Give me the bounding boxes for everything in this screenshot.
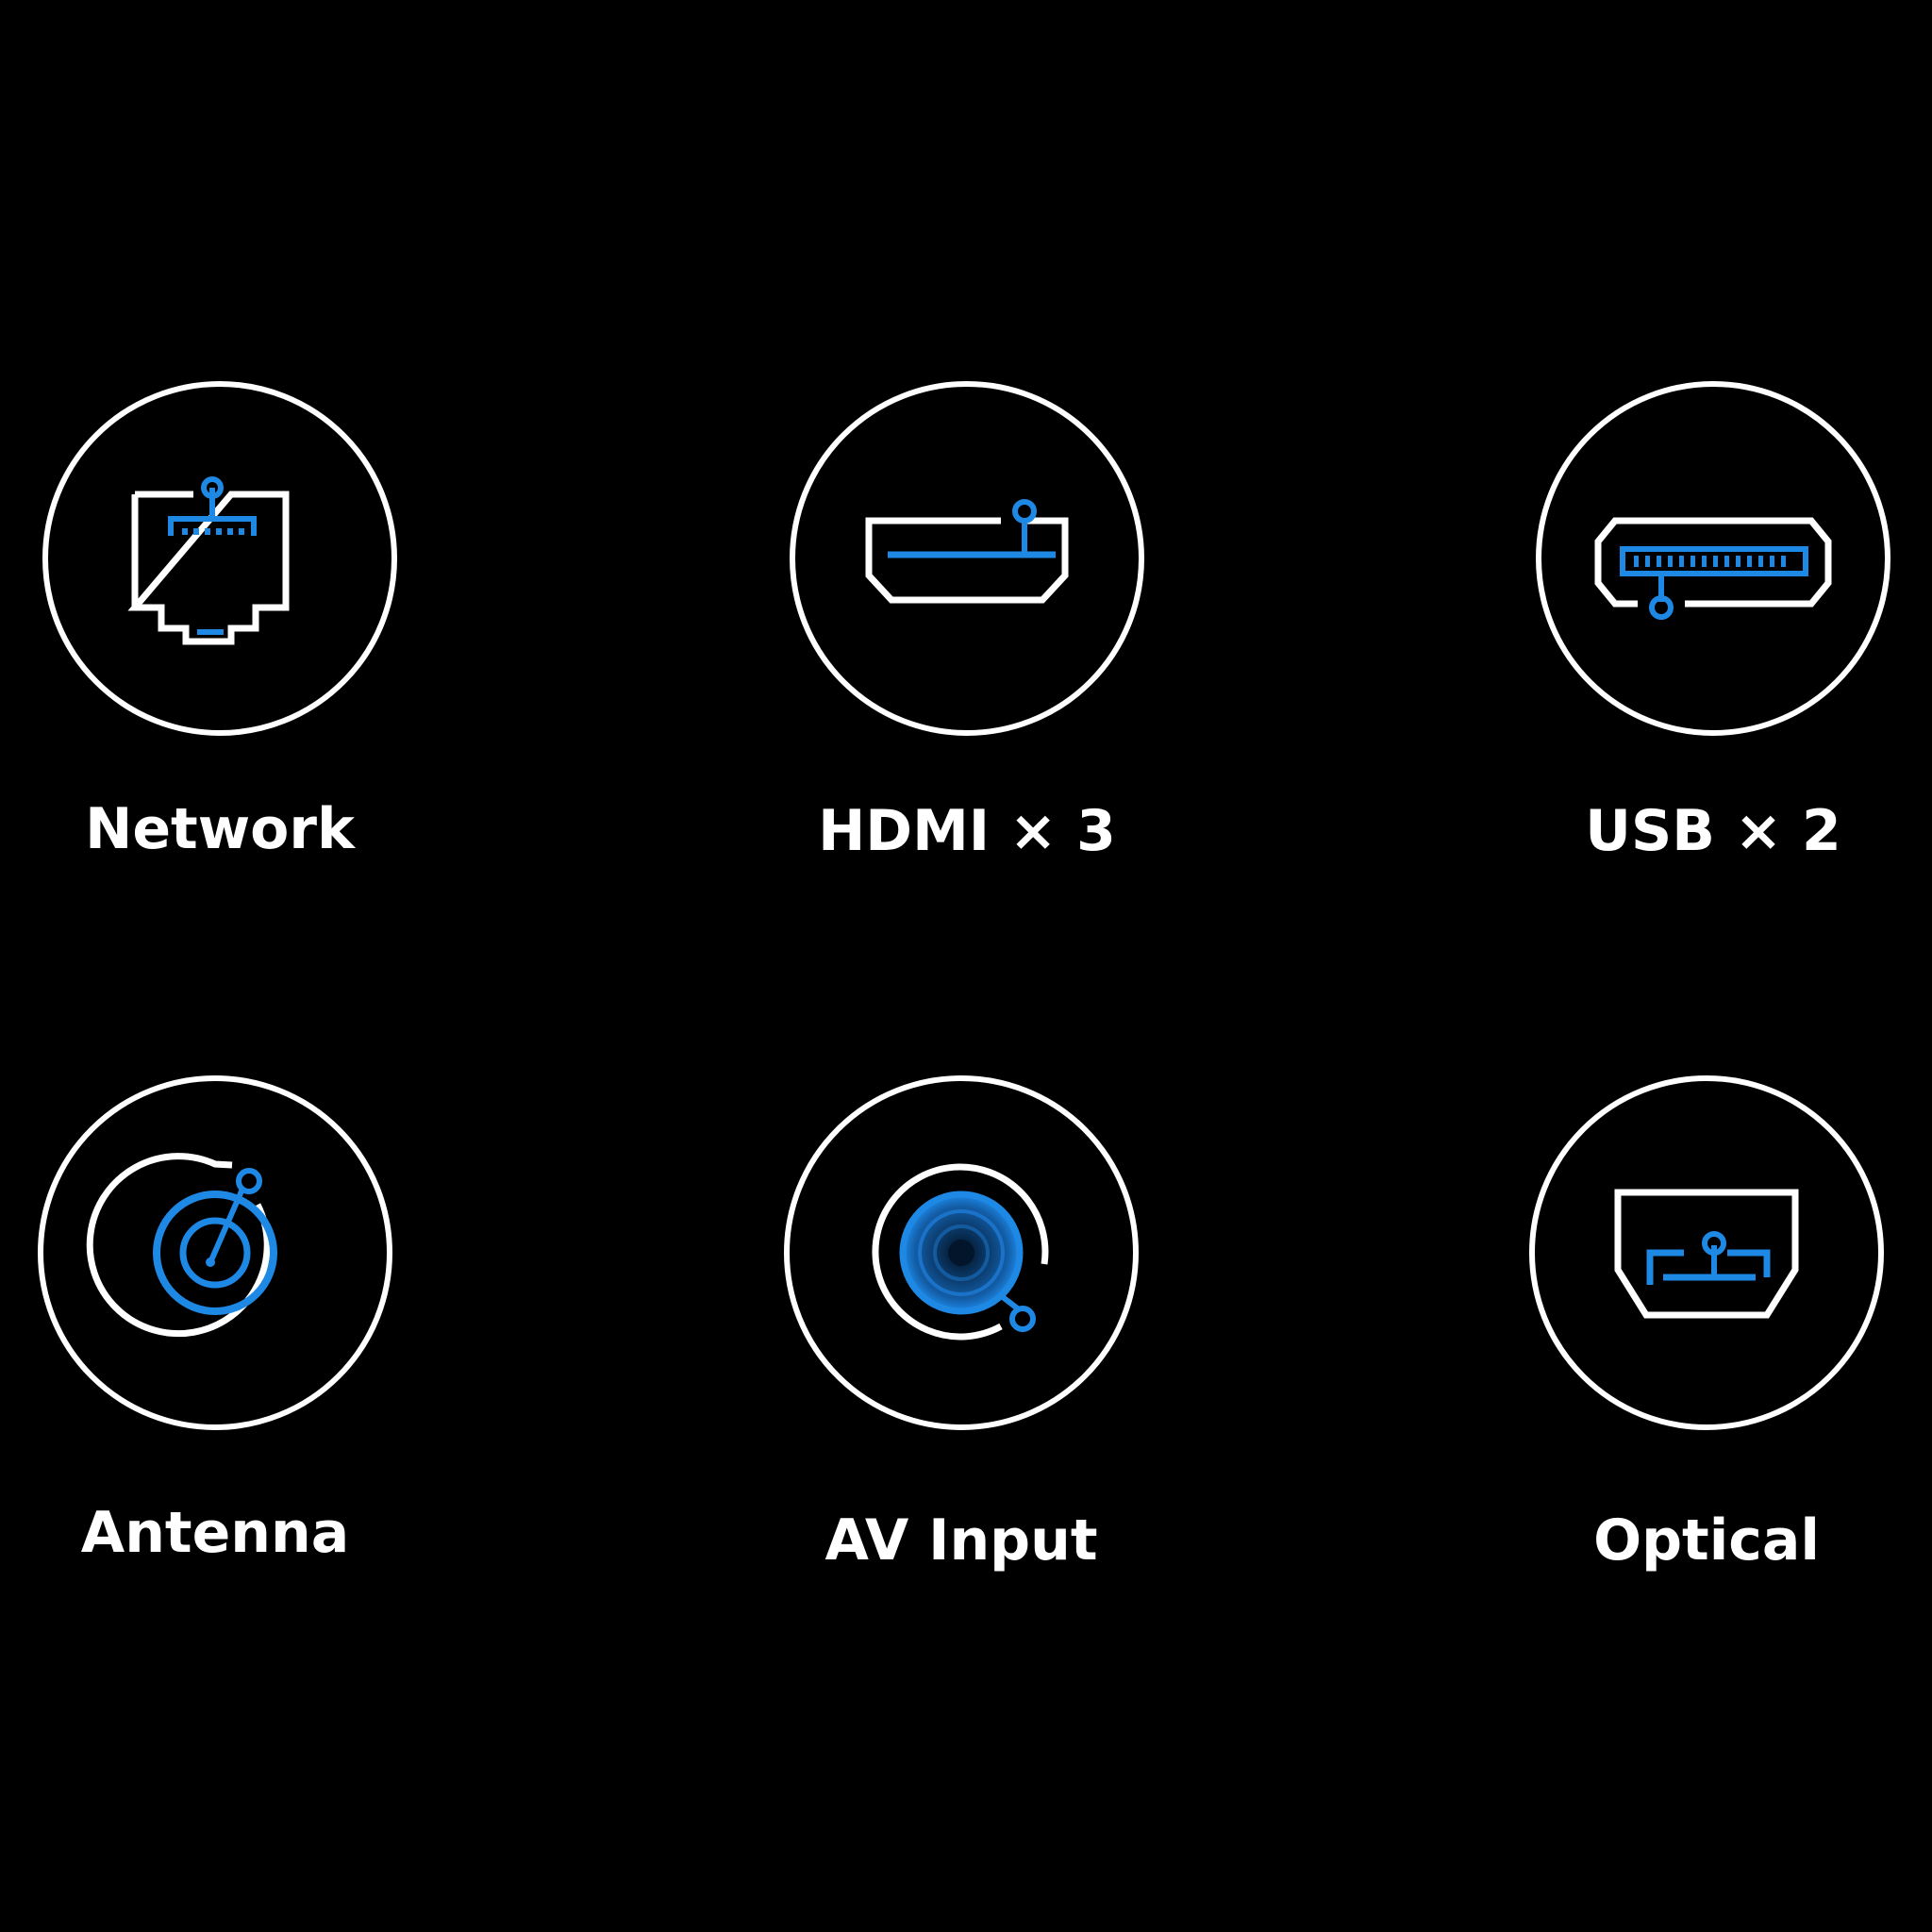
port-label-network: Network <box>85 796 355 862</box>
port-antenna: Antenna <box>26 1075 404 1604</box>
port-usb: USB × 2 <box>1524 381 1902 909</box>
port-hdmi: HDMI × 3 <box>778 381 1156 909</box>
port-label-av-input: AV Input <box>824 1507 1098 1574</box>
hdmi-port-icon <box>790 381 1144 736</box>
port-label-hdmi: HDMI × 3 <box>818 798 1116 864</box>
port-label-usb: USB × 2 <box>1585 798 1841 864</box>
ethernet-port-icon <box>42 381 397 736</box>
port-network: Network <box>31 381 408 909</box>
port-av-input: AV Input <box>773 1075 1150 1604</box>
antenna-port-icon <box>38 1075 392 1430</box>
av-input-port-icon <box>784 1075 1139 1430</box>
port-optical: Optical <box>1518 1075 1895 1604</box>
port-label-optical: Optical <box>1593 1507 1820 1574</box>
port-label-antenna: Antenna <box>80 1500 350 1566</box>
usb-port-icon <box>1536 381 1890 736</box>
optical-port-icon <box>1529 1075 1884 1430</box>
